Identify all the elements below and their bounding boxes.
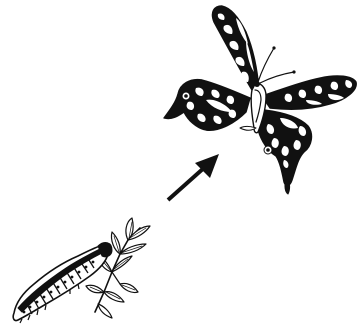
caterpillar-icon bbox=[13, 243, 112, 323]
swallowtail-butterfly-icon bbox=[164, 6, 356, 194]
arrow-icon bbox=[168, 154, 219, 200]
